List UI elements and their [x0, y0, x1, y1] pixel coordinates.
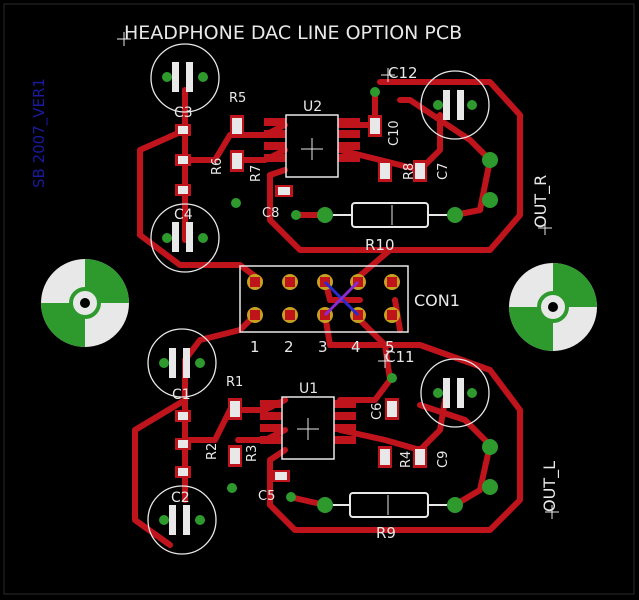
label-r8: R8	[402, 163, 417, 180]
board-outline	[3, 3, 635, 595]
label-u2: U2	[303, 99, 322, 115]
pin-label-2: 2	[284, 338, 294, 356]
pin-label-1: 1	[250, 338, 260, 356]
smd-pads-lower	[175, 373, 498, 502]
label-r6: R6	[210, 158, 225, 175]
capacitor-c11-body	[420, 358, 490, 428]
version-label: SB 2007_VER1	[30, 78, 49, 188]
label-c10: C10	[387, 120, 402, 146]
label-con1: CON1	[414, 291, 460, 310]
ic-u1-body	[260, 396, 356, 460]
pin-label-5: 5	[385, 338, 395, 356]
label-r2: R2	[205, 443, 220, 460]
mounting-hole-left	[41, 259, 129, 347]
capacitor-c3-body	[150, 43, 220, 113]
label-r10: R10	[365, 236, 395, 254]
board-title: HEADPHONE DAC LINE OPTION PCB	[124, 22, 462, 44]
label-c11: C11	[385, 348, 415, 366]
label-c3: C3	[174, 105, 193, 121]
label-c5: C5	[258, 489, 275, 504]
label-c2: C2	[171, 490, 190, 506]
label-u1: U1	[299, 381, 318, 397]
label-r5: R5	[229, 91, 246, 106]
label-r1: R1	[226, 375, 243, 390]
mounting-hole-right	[509, 263, 597, 351]
label-c6: C6	[370, 403, 385, 420]
label-c1: C1	[172, 387, 191, 403]
capacitor-c1-body	[147, 328, 217, 398]
label-r7: R7	[249, 165, 264, 182]
label-c12: C12	[388, 64, 418, 82]
label-c9: C9	[436, 451, 451, 468]
label-c4: C4	[174, 207, 193, 223]
label-r4: R4	[399, 451, 414, 468]
smd-pads-upper	[175, 87, 498, 220]
label-out-l: OUT_L	[540, 461, 560, 512]
connector-con1	[239, 265, 409, 333]
label-r9: R9	[376, 524, 396, 542]
origin-markers	[117, 32, 559, 519]
capacitor-c12-body	[420, 70, 490, 140]
resistor-r10-body	[317, 202, 463, 228]
pin-label-3: 3	[318, 338, 328, 356]
label-c7: C7	[436, 163, 451, 180]
pin-label-4: 4	[351, 338, 361, 356]
resistor-r9-body	[317, 492, 463, 518]
capacitor-c4-body	[150, 203, 220, 273]
capacitor-c2-body	[147, 485, 217, 555]
ic-u2-body	[264, 114, 360, 178]
label-c8: C8	[262, 206, 279, 221]
label-r3: R3	[245, 445, 260, 462]
label-out-r: OUT_R	[531, 175, 551, 228]
